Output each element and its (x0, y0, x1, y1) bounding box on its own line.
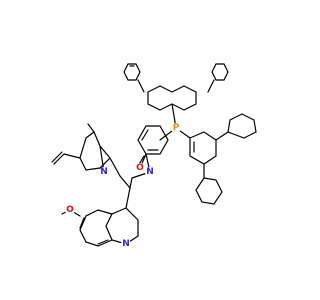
atom-oxygen-carbonyl-bg (135, 163, 145, 173)
atom-nitrogen-quinoline-bg (121, 239, 131, 249)
atom-nitrogen-bridge-bg (99, 167, 109, 177)
atom-nitrogen-amide: N (146, 167, 154, 177)
atom-oxygen-carbonyl: O (136, 163, 144, 173)
atom-oxygen-methoxy: O (66, 205, 74, 215)
atom-nitrogen-bridge: N (100, 167, 108, 177)
atom-nitrogen-quinoline: N (122, 239, 130, 249)
atom-phosphorus: P (173, 123, 180, 133)
bond-lines (51, 63, 257, 247)
atom-oxygen-methoxy-bg (65, 205, 75, 215)
atom-phosphorus-bg (171, 123, 181, 133)
atom-nitrogen-amide-bg (145, 167, 155, 177)
